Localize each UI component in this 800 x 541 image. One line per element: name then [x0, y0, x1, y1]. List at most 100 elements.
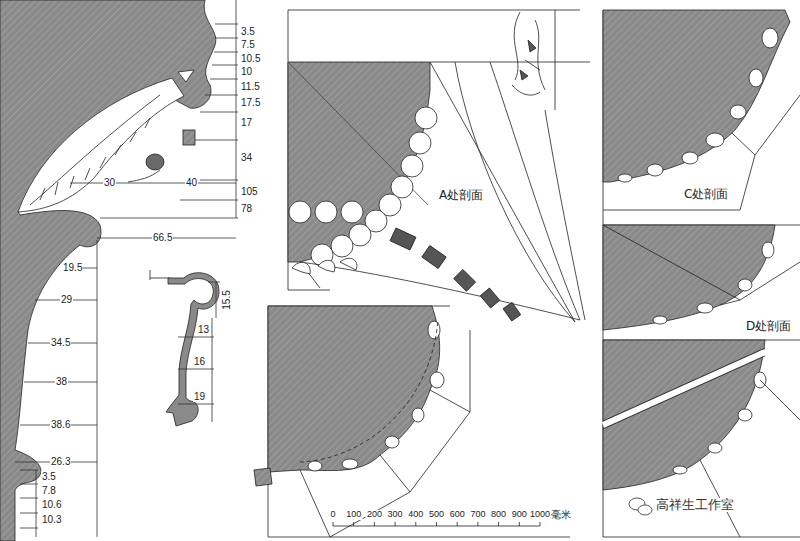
dimension-label: 15.5 — [221, 289, 232, 310]
section-a — [520, 40, 536, 80]
section-d — [603, 225, 800, 330]
section-c — [762, 28, 778, 48]
dimension-lines — [70, 183, 236, 184]
dimension-lines — [97, 240, 98, 537]
dimension-label: 3.5 — [240, 26, 256, 37]
section-b — [308, 321, 444, 471]
section-c — [618, 28, 778, 182]
section-a — [401, 155, 423, 177]
section-b — [428, 321, 440, 339]
section-c — [603, 10, 790, 182]
section-d — [653, 242, 774, 324]
scale-bar — [333, 522, 540, 526]
dimension-label: 66.5 — [152, 232, 173, 243]
section-b — [308, 461, 322, 471]
section-d — [653, 316, 667, 324]
section-b — [342, 459, 358, 469]
dimension-label: 38.6 — [50, 419, 71, 430]
scale-label: 700 — [469, 510, 486, 520]
capital-profile — [30, 95, 160, 205]
section-label: C处剖面 — [683, 188, 729, 201]
scale-label: 200 — [366, 510, 383, 520]
dimension-lines — [15, 0, 238, 537]
dimension-lines — [15, 268, 97, 462]
section-b — [385, 436, 399, 448]
section-e — [603, 348, 765, 429]
section-a — [341, 201, 363, 223]
section-a — [409, 132, 431, 154]
capital-profile — [178, 70, 194, 82]
dimension-label: 26.3 — [50, 456, 71, 467]
section-a — [288, 62, 428, 205]
section-a — [503, 302, 521, 321]
scale-label: 500 — [428, 510, 445, 520]
section-e — [738, 409, 752, 421]
dimension-label: 34.5 — [50, 337, 71, 348]
dimension-label: 16 — [193, 356, 206, 367]
dimension-lines — [236, 0, 237, 218]
dimension-lines — [20, 470, 38, 528]
section-a — [292, 258, 357, 274]
section-a — [331, 235, 353, 257]
scale-unit: 毫米 — [550, 509, 572, 520]
section-e — [673, 372, 766, 474]
section-a — [422, 246, 446, 269]
dimension-label: 105 — [240, 186, 259, 197]
section-c — [603, 10, 800, 537]
section-b — [430, 372, 444, 388]
dimension-label: 78 — [240, 203, 253, 214]
scale-label: 100 — [345, 510, 362, 520]
watermark-icon — [629, 498, 652, 515]
section-a — [315, 201, 337, 223]
section-e — [603, 352, 765, 425]
section-a — [415, 107, 437, 129]
dimension-label: 17.5 — [240, 97, 261, 108]
section-d — [697, 303, 713, 313]
capital-profile — [183, 130, 195, 145]
dimension-label: 34 — [240, 152, 253, 163]
capital-profile — [146, 154, 164, 170]
section-b — [300, 320, 438, 462]
molding-profile — [150, 270, 170, 280]
section-c — [682, 152, 698, 164]
section-a — [512, 12, 545, 95]
molding-profile — [166, 273, 219, 426]
section-a — [288, 10, 590, 290]
scale-label: 600 — [449, 510, 466, 520]
dimension-label: 38 — [55, 376, 68, 387]
section-b — [268, 306, 440, 472]
section-c — [749, 69, 763, 87]
section-c — [603, 10, 800, 537]
section-a — [480, 288, 499, 308]
dimension-label: 10.5 — [240, 53, 261, 64]
scale-label: 0 — [329, 510, 336, 520]
section-a — [390, 228, 416, 250]
section-c — [618, 174, 632, 182]
dimension-label: 13 — [197, 324, 210, 335]
section-e — [673, 466, 687, 474]
section-b — [300, 330, 470, 537]
dimension-label: 7.5 — [240, 39, 256, 50]
section-e — [603, 340, 800, 537]
section-d — [762, 242, 774, 258]
capital-profile — [18, 78, 184, 212]
capital-profile — [0, 0, 216, 541]
dimension-label: 10 — [240, 66, 253, 77]
section-a — [288, 62, 430, 262]
dimension-lines — [100, 24, 238, 218]
dimension-label: 3.5 — [41, 471, 57, 482]
section-label: D处剖面 — [745, 320, 792, 333]
scale-label: 800 — [490, 510, 507, 520]
section-d — [738, 279, 752, 291]
watermark-icon — [638, 505, 652, 515]
dimension-label: 29 — [60, 294, 73, 305]
section-c — [706, 133, 724, 147]
section-a — [454, 269, 476, 291]
section-c — [730, 105, 746, 119]
scale-label: 400 — [407, 510, 424, 520]
section-e — [603, 380, 800, 537]
dimension-label: 10.3 — [41, 514, 62, 525]
section-d — [603, 225, 775, 330]
